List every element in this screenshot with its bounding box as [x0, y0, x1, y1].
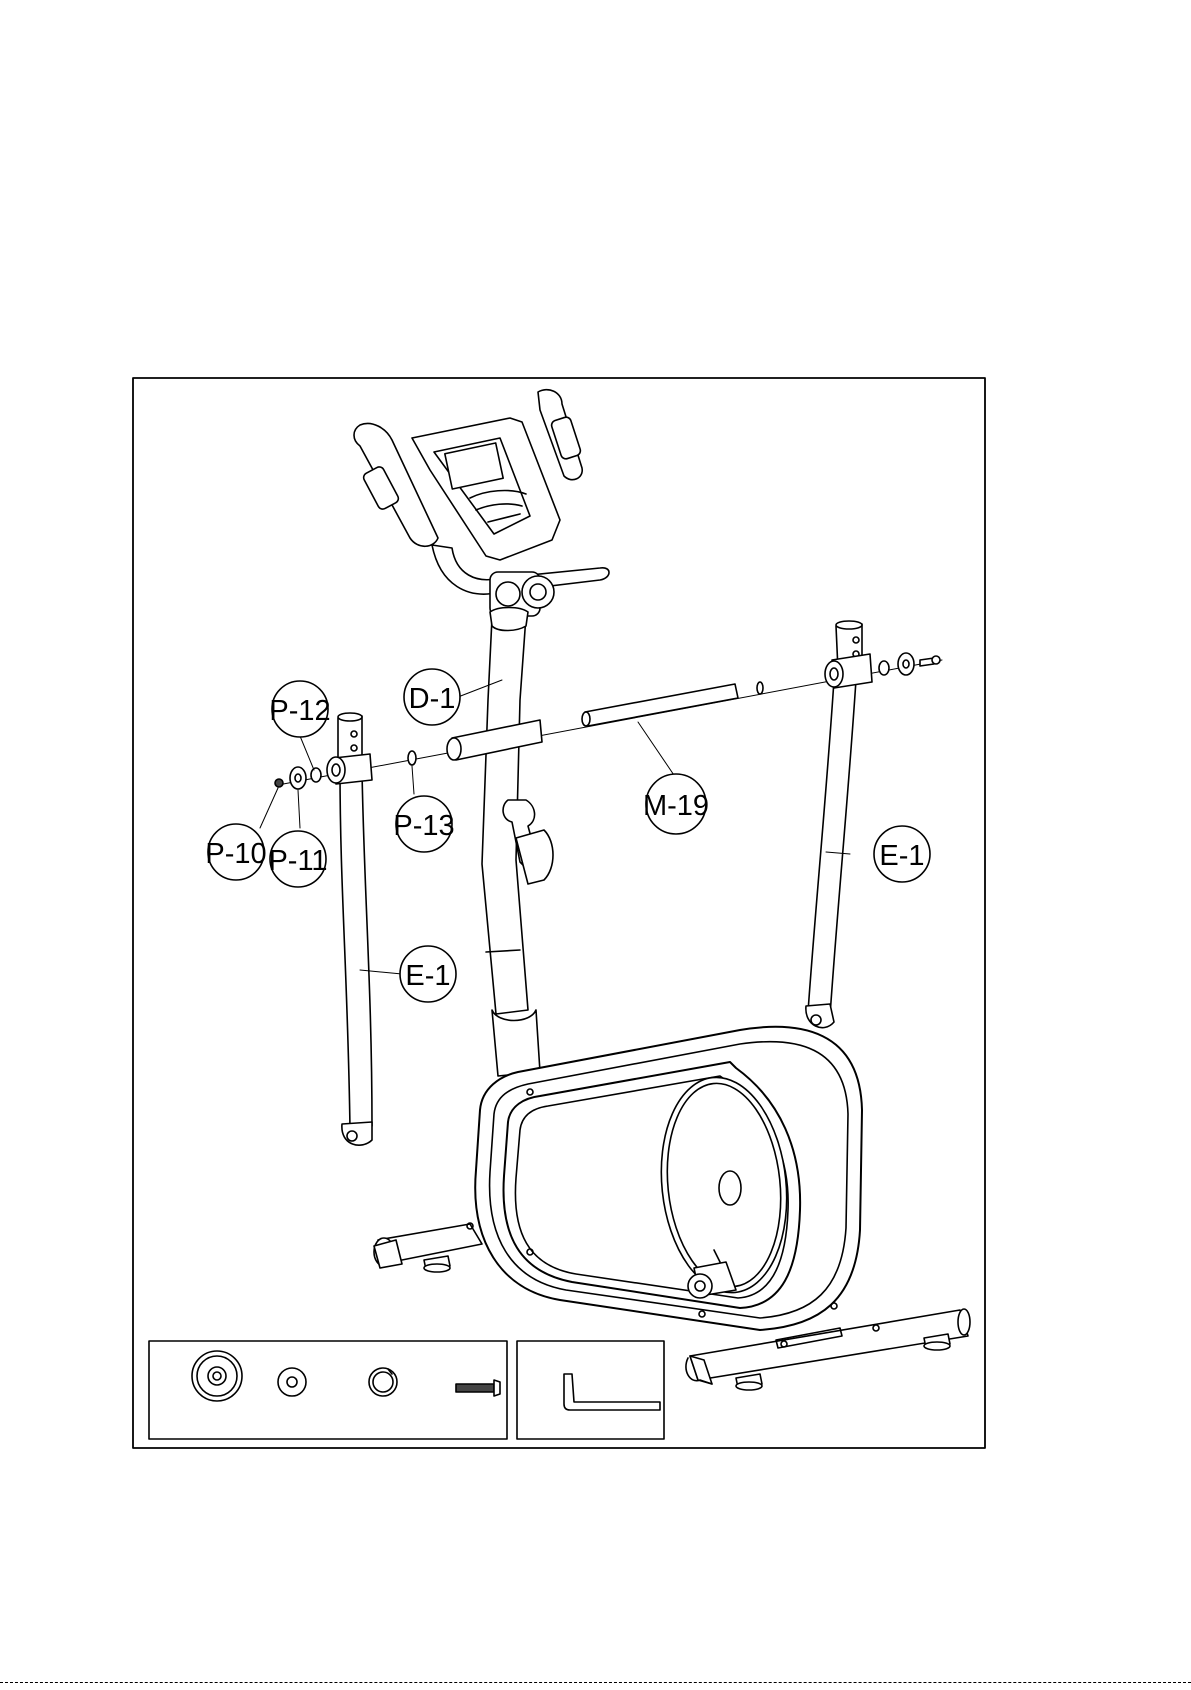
callout-label: E-1 [879, 840, 924, 872]
left-swing-arm [275, 713, 372, 1145]
callout-e1-left: E-1 [400, 946, 456, 1002]
callout-label: M-19 [643, 790, 709, 822]
callout-label: P-12 [269, 695, 330, 727]
tool-box [517, 1341, 664, 1439]
callout-label: P-13 [393, 810, 454, 842]
callout-p12: P-12 [269, 681, 330, 737]
callout-label: P-11 [268, 845, 327, 877]
hardware-box [149, 1341, 507, 1439]
callout-m19: M-19 [643, 774, 709, 834]
page-bottom-rule [0, 1682, 1191, 1683]
flywheel-housing [475, 1027, 862, 1330]
callout-p10: P-10 [205, 824, 266, 880]
callout-p11: P-11 [268, 831, 327, 887]
callout-d1: D-1 [404, 669, 460, 725]
front-stabilizer [374, 1223, 482, 1272]
handlebar-assembly [354, 390, 609, 616]
callout-label: E-1 [405, 960, 450, 992]
callout-label: D-1 [409, 683, 456, 715]
callout-label: P-10 [205, 838, 266, 870]
callout-p13: P-13 [393, 796, 454, 852]
upright-post [482, 608, 553, 1077]
callout-e1-right: E-1 [874, 826, 930, 882]
